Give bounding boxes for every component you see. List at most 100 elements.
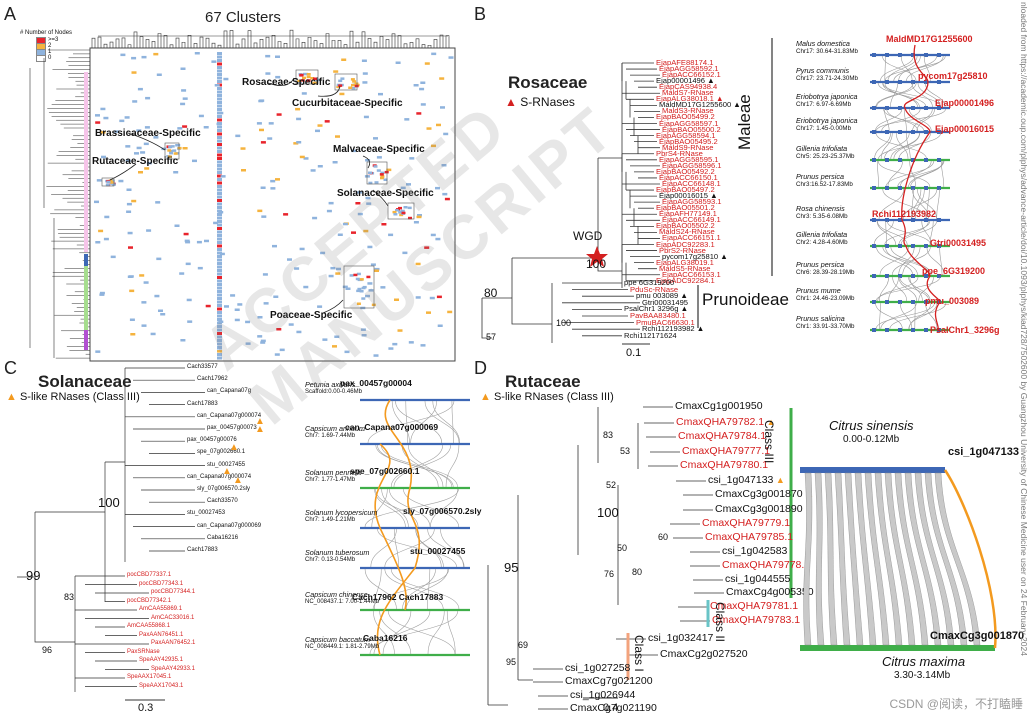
- heat-cell: [299, 73, 304, 77]
- synteny-gene-label: pmu_003089: [925, 296, 980, 306]
- heat-cell: [265, 54, 271, 58]
- heat-cell: [217, 248, 222, 251]
- synteny-link: [939, 246, 943, 276]
- synteny-link: [374, 568, 382, 610]
- support-wgd: 100: [586, 257, 607, 271]
- gene-block: [872, 106, 876, 110]
- dendro-link: [133, 31, 138, 48]
- solanaceae-tree-branches: [17, 367, 205, 692]
- heat-cell: [211, 60, 217, 63]
- heat-cell: [217, 90, 222, 94]
- panel-b-title: Rosaceae: [508, 73, 588, 92]
- tip-text: CmaxQHA79780.1: [680, 459, 769, 471]
- synteny-link: [430, 488, 458, 528]
- tip-text: csi_1g044555: [725, 573, 791, 585]
- tip-label: PmuBAC66630.1: [636, 318, 695, 327]
- synteny-ribbon: [924, 472, 968, 646]
- heat-cell: [138, 171, 143, 174]
- dendro-link: [43, 58, 55, 358]
- synteny-link: [369, 610, 459, 655]
- synteny-link: [445, 444, 460, 488]
- heat-cell: [217, 188, 222, 192]
- heat-cell: [359, 290, 364, 293]
- heat-cell: [217, 307, 222, 311]
- heat-cell: [217, 115, 222, 118]
- support-value: 95: [506, 657, 517, 667]
- dendro-link: [343, 44, 348, 48]
- heat-cell: [143, 142, 149, 146]
- heat-cell: [167, 149, 172, 152]
- tip-text: CmaxCg4g005350: [726, 586, 814, 598]
- heat-cell: [217, 290, 222, 293]
- legend-label: 1: [48, 49, 52, 55]
- synteny-link: [921, 220, 932, 246]
- synteny-link: [908, 302, 938, 330]
- class1-label: Class I: [632, 635, 646, 672]
- tip-label: CmaxQHA79785.1: [705, 531, 793, 543]
- heat-cell: [217, 223, 222, 227]
- tip-label: EjapCAS94938.4: [659, 82, 717, 91]
- gene-block: [898, 106, 902, 110]
- tip-label: MaldS5-RNase: [659, 264, 711, 273]
- synteny-ribbon: [803, 472, 813, 646]
- heat-cell: [217, 251, 222, 255]
- gene-block: [885, 106, 889, 110]
- synteny-link: [406, 568, 449, 610]
- heat-cell: [95, 114, 100, 117]
- tip-label: EjapAGG58593.1: [662, 197, 722, 206]
- heat-cell: [378, 92, 383, 96]
- synteny-link: [377, 528, 457, 568]
- tip-text: EjapALG38018.1 ▲: [656, 94, 724, 104]
- heat-cell: [217, 318, 222, 321]
- heat-cell: [399, 213, 404, 217]
- synteny-link: [405, 400, 409, 444]
- row-color-block: [84, 266, 88, 330]
- heat-cell: [275, 75, 281, 79]
- heat-cell: [365, 159, 371, 162]
- heat-cell: [380, 175, 385, 178]
- tip-label: EjapAFH77149.1: [659, 209, 717, 218]
- gene-block: [872, 186, 876, 190]
- species-name: Pyrus communis: [796, 66, 850, 75]
- heat-cell: [139, 274, 145, 277]
- tip-label: Cach17883: [187, 400, 218, 407]
- heat-cell: [380, 171, 385, 175]
- tip-text: CmaxQHA79782.1: [676, 416, 765, 428]
- heat-cell: [448, 56, 454, 59]
- synteny-gene-label: PsalChr1_3296g: [930, 325, 1000, 335]
- heat-cell: [175, 144, 181, 147]
- heat-cell: [204, 239, 209, 243]
- heat-cell: [326, 209, 332, 213]
- heat-cell: [419, 87, 425, 91]
- heat-cell: [196, 240, 202, 244]
- gene-block: [937, 53, 941, 57]
- heat-cell: [338, 79, 343, 83]
- heat-cell: [217, 69, 222, 73]
- synteny-link: [886, 220, 931, 246]
- support-value: 80: [632, 567, 643, 577]
- synteny-link: [391, 400, 410, 444]
- cluster-boxes: [101, 69, 415, 309]
- heat-cell: [217, 101, 222, 104]
- heat-cell: [317, 124, 323, 127]
- wgd-star-icon: [586, 246, 608, 267]
- synteny-ribbon: [834, 472, 851, 646]
- heat-cell: [332, 345, 337, 348]
- heat-cell: [402, 251, 408, 255]
- heat-cell: [180, 339, 186, 342]
- heat-cell: [381, 223, 387, 226]
- heat-cell: [217, 255, 222, 258]
- heat-cell: [217, 167, 222, 171]
- heat-cell: [296, 141, 302, 144]
- heat-cell: [179, 272, 185, 275]
- heat-cell: [328, 201, 334, 205]
- heat-cell: [442, 192, 448, 196]
- synteny-link: [890, 246, 932, 276]
- rosaceae-tree-branches: [481, 62, 660, 343]
- heat-cell: [270, 187, 276, 190]
- heat-cell: [217, 346, 222, 349]
- heat-cell: [440, 106, 445, 109]
- species-name: Eriobotrya japonica: [796, 116, 858, 125]
- synteny-ribbon: [934, 472, 981, 646]
